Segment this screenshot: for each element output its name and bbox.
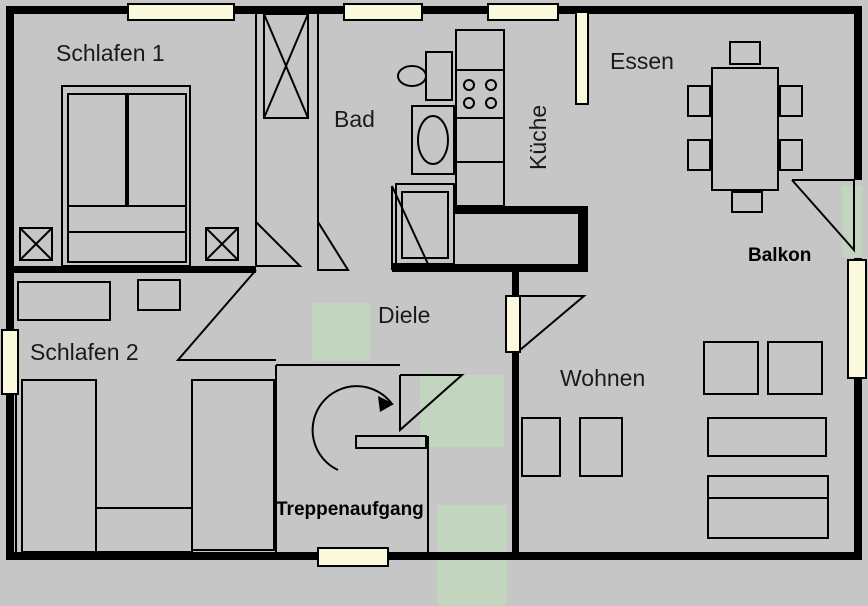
shower (395, 183, 455, 265)
wohnen-furniture (521, 341, 829, 539)
room-label-wohnen: Wohnen (560, 365, 645, 391)
windows (1, 3, 867, 567)
chair (729, 41, 761, 65)
floor (10, 10, 856, 556)
window (317, 547, 389, 567)
dining-table (711, 67, 779, 191)
chair (731, 191, 763, 213)
toilet (397, 51, 453, 101)
doors (175, 179, 855, 433)
bed (61, 85, 191, 267)
window (487, 3, 559, 21)
sofa (707, 417, 827, 457)
armchair (703, 341, 759, 395)
seat (521, 417, 561, 477)
stove (463, 79, 497, 109)
wardrobe (263, 13, 309, 119)
bad-furniture (395, 51, 455, 265)
window (505, 295, 521, 353)
seat (579, 417, 623, 477)
window (575, 11, 589, 105)
window (1, 329, 19, 395)
armchair (767, 341, 823, 395)
room-label-essen: Essen (610, 48, 674, 74)
window (847, 259, 867, 379)
window (343, 3, 423, 21)
cabinet (17, 281, 111, 321)
room-label-balkon: Balkon (748, 245, 811, 266)
cabinet (137, 279, 181, 311)
room-label-bad: Bad (334, 106, 375, 132)
nightstand (205, 227, 239, 261)
room-label-treppenaufgang: Treppenaufgang (276, 499, 424, 520)
chair (779, 139, 803, 171)
staircase (311, 385, 427, 471)
room-label-schlafen2: Schlafen 2 (30, 339, 139, 365)
kueche-furniture (455, 29, 505, 207)
schlafen2-furniture (17, 279, 275, 553)
chair (687, 85, 711, 117)
chair (779, 85, 803, 117)
outer-walls (6, 6, 862, 560)
schlafen1-furniture (19, 13, 309, 267)
bathtub (411, 105, 455, 175)
essen-furniture (687, 41, 803, 213)
room-label-kueche: Küche (525, 105, 551, 170)
window (127, 3, 235, 21)
room-label-diele: Diele (378, 302, 430, 328)
nightstand (19, 227, 53, 261)
sofa (707, 475, 829, 539)
bed (21, 379, 97, 553)
wardrobe (191, 379, 275, 551)
room-label-schlafen1: Schlafen 1 (56, 40, 165, 66)
chair (687, 139, 711, 171)
